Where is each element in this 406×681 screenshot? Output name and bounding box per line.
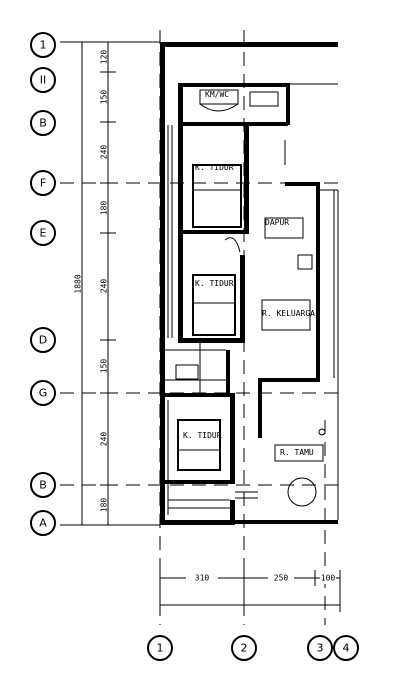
wall-bedroom2-right bbox=[240, 255, 245, 343]
wall-inner-left bbox=[178, 83, 183, 343]
dim-seg-1: 120 bbox=[100, 50, 109, 65]
row-bubble-label: D bbox=[39, 334, 47, 347]
wall-family-right bbox=[316, 182, 320, 382]
col-bubble-label: 1 bbox=[157, 642, 164, 655]
row-bubble-label: E bbox=[40, 227, 47, 240]
bed-2 bbox=[192, 274, 236, 336]
wall-bottom-left bbox=[160, 520, 232, 525]
walls bbox=[160, 42, 338, 525]
wall-family-bottom bbox=[258, 378, 320, 382]
wall-bath-right bbox=[286, 83, 290, 125]
wall-entry bbox=[230, 500, 235, 525]
store-fixture bbox=[175, 364, 199, 380]
col-bubble-1 bbox=[147, 635, 173, 661]
wall-bath-top bbox=[178, 83, 286, 87]
living-table bbox=[287, 477, 317, 507]
room-label-kitchen: DAPUR bbox=[265, 218, 289, 227]
sink bbox=[249, 91, 279, 107]
wall-bedroom1-bottom bbox=[178, 230, 249, 234]
room-label-bedroom-1: K. TIDUR bbox=[195, 163, 234, 172]
family-chair bbox=[297, 254, 313, 270]
family-sofa bbox=[261, 299, 311, 331]
wall-kitchen-top bbox=[165, 393, 235, 397]
room-label-bathroom: KM/WC bbox=[205, 90, 229, 99]
row-bubble-label: B bbox=[39, 117, 47, 130]
row-bubble-7 bbox=[30, 380, 56, 406]
dim-seg-7: 240 bbox=[100, 432, 109, 447]
row-bubble-label: 1 bbox=[40, 39, 47, 52]
bathtub bbox=[199, 89, 239, 105]
row-bubble-label: F bbox=[40, 177, 46, 190]
row-bubble-5 bbox=[30, 220, 56, 246]
wall-kitchen-bottom bbox=[165, 480, 235, 484]
col-bubble-2 bbox=[231, 635, 257, 661]
dim-bottom-2: 250 bbox=[274, 574, 289, 583]
wall-living-left bbox=[258, 378, 262, 438]
dim-seg-3: 240 bbox=[100, 145, 109, 160]
wall-family-top bbox=[285, 182, 320, 186]
dim-seg-4: 180 bbox=[100, 201, 109, 216]
door-swing-bed2 bbox=[224, 237, 241, 253]
bath-door-swing bbox=[199, 103, 239, 112]
row-bubble-2 bbox=[30, 67, 56, 93]
wall-bath-bottom bbox=[178, 122, 288, 126]
row-bubble-9 bbox=[30, 510, 56, 536]
bottom-dimension-chain: 310 250 100 bbox=[159, 570, 341, 612]
family-table bbox=[264, 217, 304, 239]
room-labels: K. TIDUR KM/WC K. TIDUR R. KELUARGA K. T… bbox=[183, 90, 315, 457]
bed-1 bbox=[192, 164, 242, 228]
col-bubble-3 bbox=[307, 635, 333, 661]
row-axis-bubbles: 1 II B F E D G B A bbox=[30, 32, 56, 536]
col-bubble-label: 3 bbox=[317, 642, 324, 655]
wall-bedroom1-right bbox=[244, 122, 249, 232]
dim-seg-2: 150 bbox=[100, 90, 109, 105]
dim-bottom-1: 310 bbox=[195, 574, 210, 583]
dim-bottom-3: 100 bbox=[321, 574, 336, 583]
row-bubble-3 bbox=[30, 110, 56, 136]
left-dimension-chain: 120 150 240 180 240 150 240 180 1880 bbox=[60, 41, 160, 526]
dim-ticks bbox=[60, 41, 160, 526]
living-sofa bbox=[274, 444, 324, 462]
dim-seg-5: 240 bbox=[100, 279, 109, 294]
plant bbox=[318, 428, 326, 436]
room-label-living-room: R. TAMU bbox=[280, 448, 314, 457]
wall-bottom-right bbox=[232, 520, 338, 524]
column-axis-bubbles: 1 2 3 4 bbox=[147, 635, 359, 661]
wall-bedroom2-bottom bbox=[178, 338, 245, 343]
room-label-bedroom-3: K. TIDUR bbox=[183, 431, 222, 440]
col-bubble-4 bbox=[333, 635, 359, 661]
row-bubble-label: II bbox=[40, 74, 47, 87]
room-label-family-room: R. KELUARGA bbox=[262, 309, 315, 318]
kitchen-counter bbox=[177, 419, 221, 471]
wall-kitchen-right bbox=[230, 393, 235, 483]
row-bubble-label: B bbox=[39, 479, 47, 492]
row-bubble-4 bbox=[30, 170, 56, 196]
col-bubble-label: 2 bbox=[241, 642, 248, 655]
fixtures bbox=[165, 83, 339, 520]
wall-left-lower bbox=[160, 340, 165, 525]
row-bubble-label: G bbox=[39, 387, 48, 400]
row-bubble-8 bbox=[30, 472, 56, 498]
room-label-bedroom-2: K. TIDUR bbox=[195, 279, 234, 288]
wall-top bbox=[160, 42, 338, 47]
row-bubble-label: A bbox=[39, 517, 47, 530]
dim-seg-8: 180 bbox=[100, 498, 109, 513]
grid-lines bbox=[60, 30, 345, 625]
wall-store bbox=[226, 350, 230, 395]
dim-seg-6: 150 bbox=[100, 359, 109, 374]
row-bubble-6 bbox=[30, 327, 56, 353]
wall-left-upper bbox=[160, 42, 165, 340]
col-bubble-label: 4 bbox=[343, 642, 350, 655]
dim-total: 1880 bbox=[74, 274, 83, 293]
row-bubble-1 bbox=[30, 32, 56, 58]
